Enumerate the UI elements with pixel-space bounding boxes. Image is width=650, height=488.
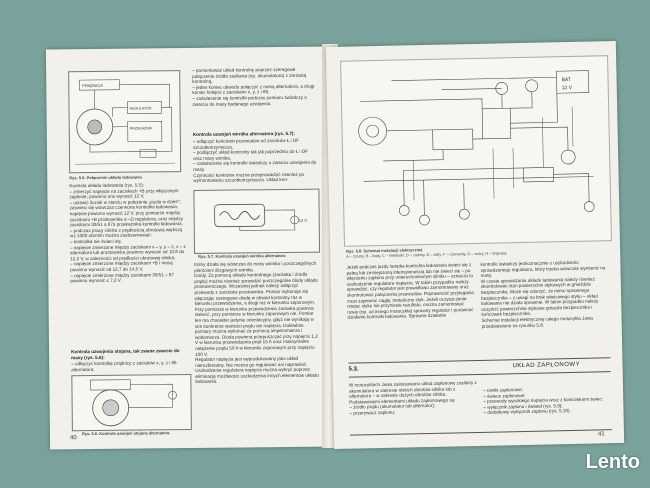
wiring-diagram: BAT 12 V — [358, 70, 595, 226]
text-fuse-check: kontrolki świadczy jednoznacznie o uszko… — [480, 259, 606, 329]
text-charging-check: Kontrola układu ładowania (rys. 5.5): – … — [69, 182, 186, 284]
label-regulator: REGULATOR — [130, 106, 152, 110]
text-stator-ground-check: – odłączyć kontrolkę prądnicy z zacisków… — [71, 360, 177, 372]
text-regulator-fault: Jeżeli podczas jazdy lampka kontrolna ła… — [346, 262, 474, 321]
text-ignition-components: – cewki zapłonowe; – świece zapłonowe; –… — [482, 387, 604, 416]
heading-stator-ground-check: Kontrola uzwojenia stojana, tak zwane zw… — [71, 348, 180, 360]
section-number: 5.3. — [348, 366, 359, 373]
section-title: UKŁAD ZAPŁONOWY — [512, 361, 581, 370]
caption-fig-5-5: Rys. 5.5. Połączenie układu ładowania — [69, 174, 142, 181]
label-generator: PRĄDNICA — [82, 83, 103, 88]
text-rotor-check: – odłączyć końcówki przewodów od zaciskó… — [192, 137, 317, 184]
right-page: BAT 12 V Rys. 5.8. Schemat instalacji el… — [325, 41, 625, 449]
page-number-left: 40 — [69, 435, 77, 442]
label-battery: BAT — [562, 77, 571, 83]
figure-wiring-diagram: BAT 12 V — [340, 55, 612, 247]
heading-rotor-check: Kontrola uzwojeń wirnika alternatora (ry… — [192, 130, 295, 137]
figure-charging-circuit: PRĄDNICA REGULATOR PRZEKAŹNIK — [68, 70, 182, 174]
stator-check-diagram — [90, 379, 177, 427]
label-12v: 12 V — [299, 218, 308, 223]
label-battery-voltage: 12 V — [562, 85, 573, 91]
page-number-right: 41 — [597, 431, 605, 438]
label-relay: PRZEKAŹNIK — [130, 125, 153, 130]
caption-fig-5-6: Rys. 5.6. Kontrola uzwojeń stojana alter… — [81, 430, 170, 437]
section-rule-bottom — [348, 371, 611, 378]
text-test-circuit: – pomontować układ kontrolny poprzez sze… — [192, 66, 315, 107]
rotor-check-diagram: 12 V — [214, 203, 308, 231]
figure-rotor-check: 12 V — [193, 188, 321, 254]
text-diodes-regulator: trolny działa się wówczas do masy wirnik… — [194, 260, 319, 385]
charging-circuit-diagram: PRĄDNICA REGULATOR PRZEKAŹNIK — [75, 79, 176, 165]
figure-stator-check — [71, 373, 192, 432]
left-page: PRĄDNICA REGULATOR PRZEKAŹNIK Rys. 5.5. … — [45, 46, 333, 450]
text-ignition-intro: W motocyklach Jawa zastosowano układ zap… — [348, 379, 477, 416]
caption-fig-5-7: Rys. 5.7. Kontrola uzwojeń wirnika alter… — [198, 252, 286, 259]
lento-watermark: Lento — [585, 451, 640, 473]
